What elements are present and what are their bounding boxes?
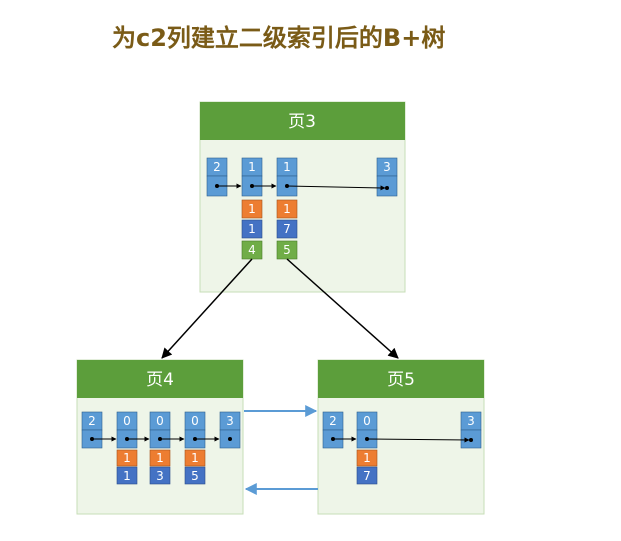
page-3-record-links: [215, 183, 389, 191]
page-4-label: 页4: [146, 370, 174, 390]
page-5-label: 页5: [387, 370, 415, 390]
page-3-record-2-c2: 1: [283, 160, 291, 174]
page-3-header: [200, 102, 405, 140]
page-4-record-2-c1: 3: [156, 469, 164, 483]
page-3-record-3-c2: 3: [383, 160, 391, 174]
page-4-record-4: 3: [219, 411, 241, 449]
page-4-record-1: 0 1 1: [116, 411, 138, 485]
page-4-record-3: 0 1 5: [184, 411, 206, 485]
page-5-record-links: [331, 436, 473, 443]
page-4-record-4-c2: 3: [226, 414, 234, 428]
page-4-record-2-c3: 1: [156, 451, 164, 465]
page-4-record-3-c2: 0: [191, 414, 199, 428]
page-3-record-0: 2: [206, 157, 228, 197]
page-4-record-3-c3: 1: [191, 451, 199, 465]
page-5-record-1-c2: 0: [363, 414, 371, 428]
page-3-record-1-c1: 1: [248, 222, 256, 236]
page-4-record-2: 0 1 3: [149, 411, 171, 485]
page-5-record-0: 2: [322, 411, 344, 449]
page-5-record-1: 0 1 7: [356, 411, 378, 485]
page-5-record-0-c2: 2: [329, 414, 337, 428]
page-5-header: [318, 360, 484, 398]
page-3-record-1-c2: 1: [248, 160, 256, 174]
page-3-record-1-c3: 1: [248, 202, 256, 216]
page-5: 页5 2 0 1 7 3: [317, 359, 485, 515]
page-4-record-3-c1: 5: [191, 469, 199, 483]
arrow-page3-to-page4: [161, 258, 253, 359]
page-3-record-2-c3: 1: [283, 202, 291, 216]
page-5-record-1-c3: 1: [363, 451, 371, 465]
arrow-page3-to-page5: [286, 258, 399, 359]
page-4-record-0: 2: [81, 411, 103, 449]
diagram-title: 为c2列建立二级索引后的B+树: [112, 24, 446, 52]
page-4-header: [77, 360, 243, 398]
page-4-record-0-c2: 2: [88, 414, 96, 428]
page-3-record-2-child: 5: [283, 243, 291, 257]
page-4: 页4 2 0 1 1 0 1 3 0: [76, 359, 244, 515]
page-5-record-1-c1: 7: [363, 469, 371, 483]
page-3: 页3 2 1 1 1 4 1 1 7 5: [199, 101, 406, 293]
page-3-record-2-c1: 7: [283, 222, 291, 236]
page-3-record-3: 3: [376, 157, 398, 197]
page-4-record-1-c2: 0: [123, 414, 131, 428]
page-3-record-0-c2: 2: [213, 160, 221, 174]
page-4-record-2-c2: 0: [156, 414, 164, 428]
page-4-record-1-c3: 1: [123, 451, 131, 465]
page-3-label: 页3: [288, 112, 316, 132]
page-3-record-1: 1 1 1 4: [241, 157, 263, 260]
page-4-record-1-c1: 1: [123, 469, 131, 483]
page-3-record-2: 1 1 7 5: [276, 157, 298, 260]
page-3-record-1-child: 4: [248, 243, 256, 257]
page-5-record-2-c2: 3: [467, 414, 475, 428]
page-5-record-2: 3: [460, 411, 482, 449]
page-4-record-links: [90, 436, 232, 442]
